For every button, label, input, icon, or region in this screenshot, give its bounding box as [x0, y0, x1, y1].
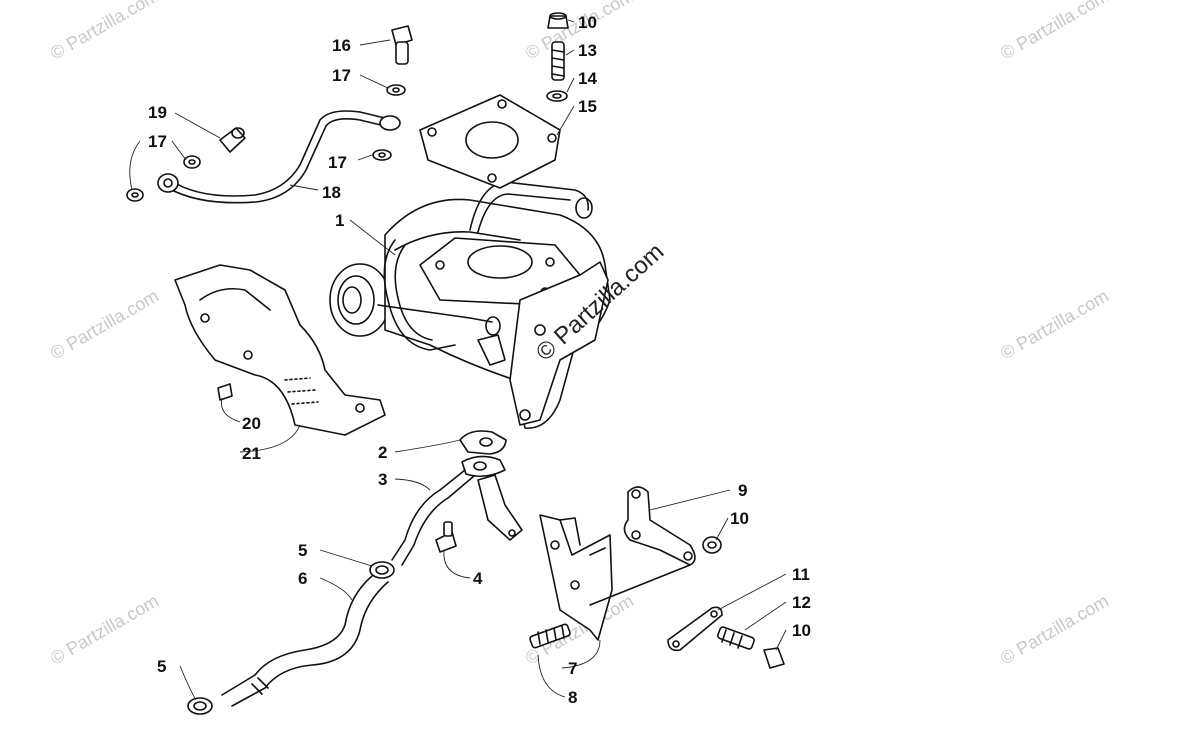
callout-10[interactable]: 10 [730, 509, 749, 528]
link-bracket-part [589, 486, 722, 606]
leader-lines [129, 19, 787, 701]
mounting-bracket-part [529, 514, 613, 649]
callout-15[interactable]: 15 [578, 97, 597, 116]
watermark: © Partzilla.com [997, 285, 1112, 363]
callout-5[interactable]: 5 [298, 541, 307, 560]
banjo-bolt-part [372, 25, 413, 161]
oil-feed-line-part [157, 110, 401, 204]
watermark: © Partzilla.com [997, 590, 1112, 668]
callout-21[interactable]: 21 [242, 444, 261, 463]
callout-17[interactable]: 17 [332, 66, 351, 85]
callout-17[interactable]: 17 [328, 153, 347, 172]
left-bolt-part [126, 127, 246, 202]
callout-19[interactable]: 19 [148, 103, 167, 122]
callout-20[interactable]: 20 [242, 414, 261, 433]
callout-2[interactable]: 2 [378, 443, 387, 462]
top-fasteners-part [546, 12, 569, 102]
callout-14[interactable]: 14 [578, 69, 597, 88]
callout-12[interactable]: 12 [792, 593, 811, 612]
callout-9[interactable]: 9 [738, 481, 747, 500]
lower-fasteners-part [667, 606, 785, 669]
callout-6[interactable]: 6 [298, 569, 307, 588]
callout-18[interactable]: 18 [322, 183, 341, 202]
watermark: © Partzilla.com [997, 0, 1112, 63]
callout-7[interactable]: 7 [568, 659, 577, 678]
drain-gasket-part [459, 430, 507, 455]
callout-8[interactable]: 8 [568, 688, 577, 707]
heat-shield-part [174, 264, 386, 436]
gasket-part [419, 94, 561, 189]
drain-tube-part [391, 455, 523, 566]
watermark: © Partzilla.com [47, 590, 162, 668]
drain-hose-part [187, 561, 395, 715]
watermark: © Partzilla.com [47, 0, 162, 63]
callout-10[interactable]: 10 [792, 621, 811, 640]
callout-3[interactable]: 3 [378, 470, 387, 489]
callout-11[interactable]: 11 [792, 565, 810, 584]
turbocharger-part [329, 181, 611, 429]
callout-1[interactable]: 1 [335, 211, 344, 230]
callouts: 10 13 14 15 16 17 17 19 17 18 1 20 21 2 … [148, 13, 811, 707]
callout-4[interactable]: 4 [473, 569, 483, 588]
callout-16[interactable]: 16 [332, 36, 351, 55]
callout-13[interactable]: 13 [578, 41, 597, 60]
callout-10[interactable]: 10 [578, 13, 597, 32]
callout-5[interactable]: 5 [157, 657, 166, 676]
callout-17[interactable]: 17 [148, 132, 167, 151]
watermark: © Partzilla.com [47, 285, 162, 363]
